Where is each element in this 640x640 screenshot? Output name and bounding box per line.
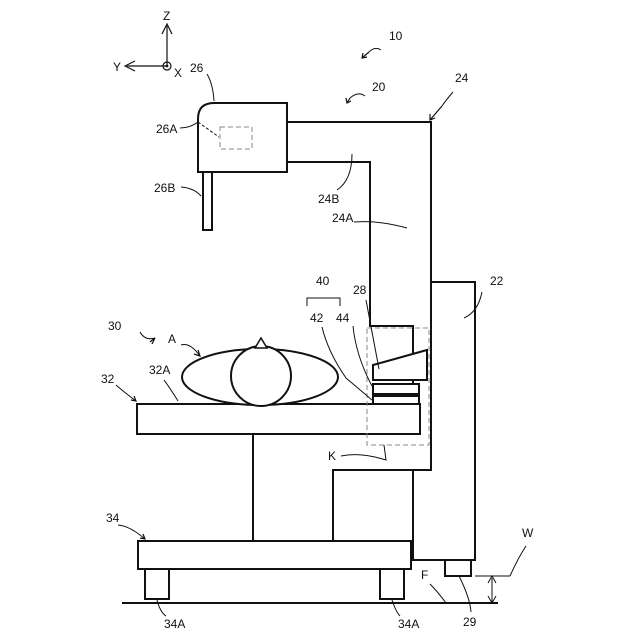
c-arm-main (253, 122, 431, 541)
label-K: K (328, 449, 336, 463)
label-34A-left: 34A (164, 617, 185, 631)
bed-table (137, 404, 420, 434)
label-W: W (522, 526, 534, 540)
axis-y-label: Y (113, 60, 121, 74)
label-26A: 26A (156, 122, 177, 136)
compression-plate (373, 350, 427, 380)
label-42: 42 (310, 311, 324, 325)
label-A: A (168, 332, 176, 346)
label-22: 22 (490, 274, 504, 288)
gap-w-dimension (475, 576, 510, 603)
label-20: 20 (372, 80, 386, 94)
radiation-source-housing (198, 103, 287, 172)
base-plate (138, 541, 411, 569)
handle-26B (203, 172, 212, 230)
label-24A: 24A (332, 211, 353, 225)
detector-lower-42 (373, 396, 419, 404)
label-32A: 32A (149, 363, 170, 377)
label-24B: 24B (318, 192, 339, 206)
coordinate-axes: Z Y X (113, 9, 182, 80)
label-44: 44 (336, 311, 350, 325)
detector-upper-44 (373, 384, 419, 394)
label-40: 40 (316, 274, 330, 288)
subject-nipple (255, 338, 267, 348)
label-34A-right: 34A (398, 617, 419, 631)
subject-breast (231, 346, 291, 406)
rear-foot (445, 560, 471, 576)
label-32: 32 (101, 372, 115, 386)
base-foot-left (145, 569, 169, 599)
label-26: 26 (190, 61, 204, 75)
axis-x-label: X (174, 66, 182, 80)
label-F: F (421, 568, 428, 582)
axis-z-label: Z (163, 9, 170, 23)
label-34: 34 (106, 511, 120, 525)
label-10: 10 (389, 29, 403, 43)
label-26B: 26B (154, 181, 175, 195)
label-30: 30 (108, 319, 122, 333)
base-foot-right (380, 569, 404, 599)
label-24: 24 (455, 71, 469, 85)
label-28: 28 (353, 283, 367, 297)
label-29: 29 (463, 615, 477, 629)
